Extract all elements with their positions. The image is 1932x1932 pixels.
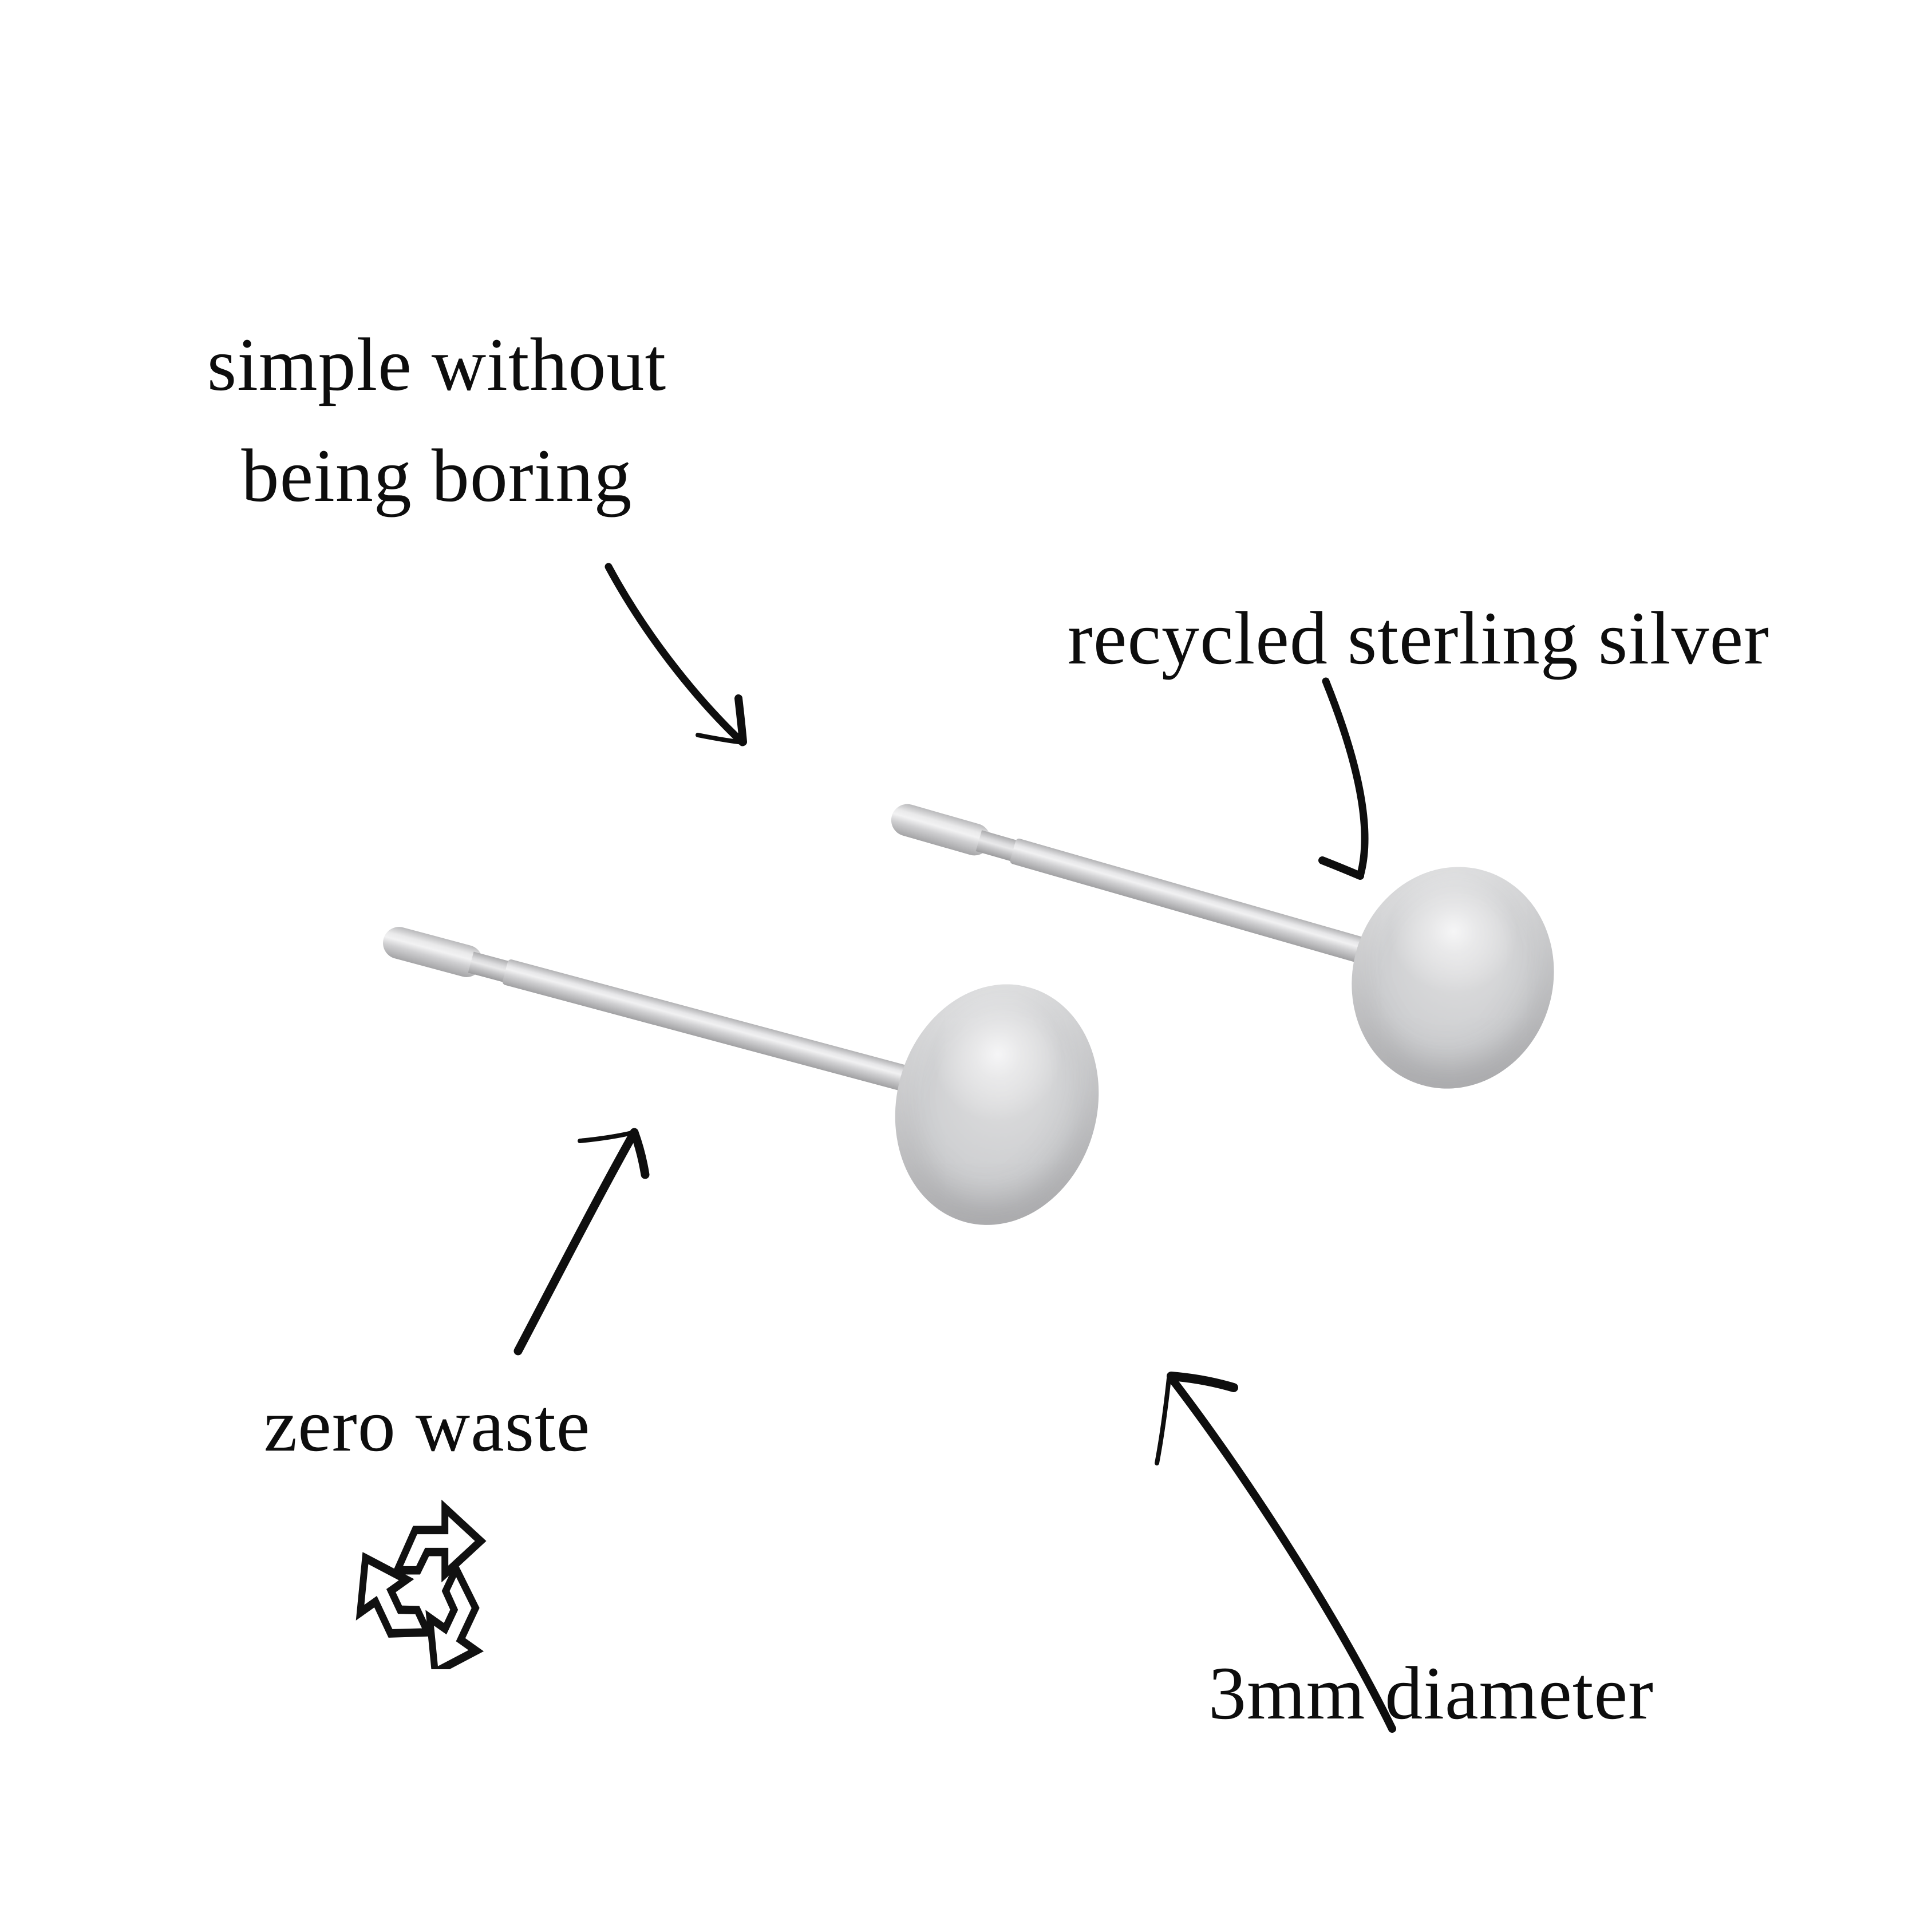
annotation-line: recycled sterling silver (1067, 596, 1770, 680)
arrow-zero-waste-to-post (513, 1128, 650, 1356)
annotation-line: being boring (241, 433, 633, 517)
annotation-recycled-sterling-silver: recycled sterling silver (1068, 583, 1769, 694)
arrow-simple-to-earrings (605, 563, 747, 746)
annotation-3mm-diameter: 3mm diameter (1208, 1638, 1654, 1749)
annotation-zero-waste: zero waste (264, 1370, 591, 1481)
annotation-line: zero waste (263, 1383, 591, 1467)
recycle-icon (355, 1499, 487, 1669)
annotation-simple-without-being-boring: simple without being boring (207, 309, 666, 531)
arrow-diameter-to-ball (1155, 1372, 1396, 1733)
annotation-line: simple without (207, 322, 667, 406)
arrow-recycled-to-ball (1318, 677, 1369, 880)
annotation-line: 3mm diameter (1208, 1651, 1654, 1735)
